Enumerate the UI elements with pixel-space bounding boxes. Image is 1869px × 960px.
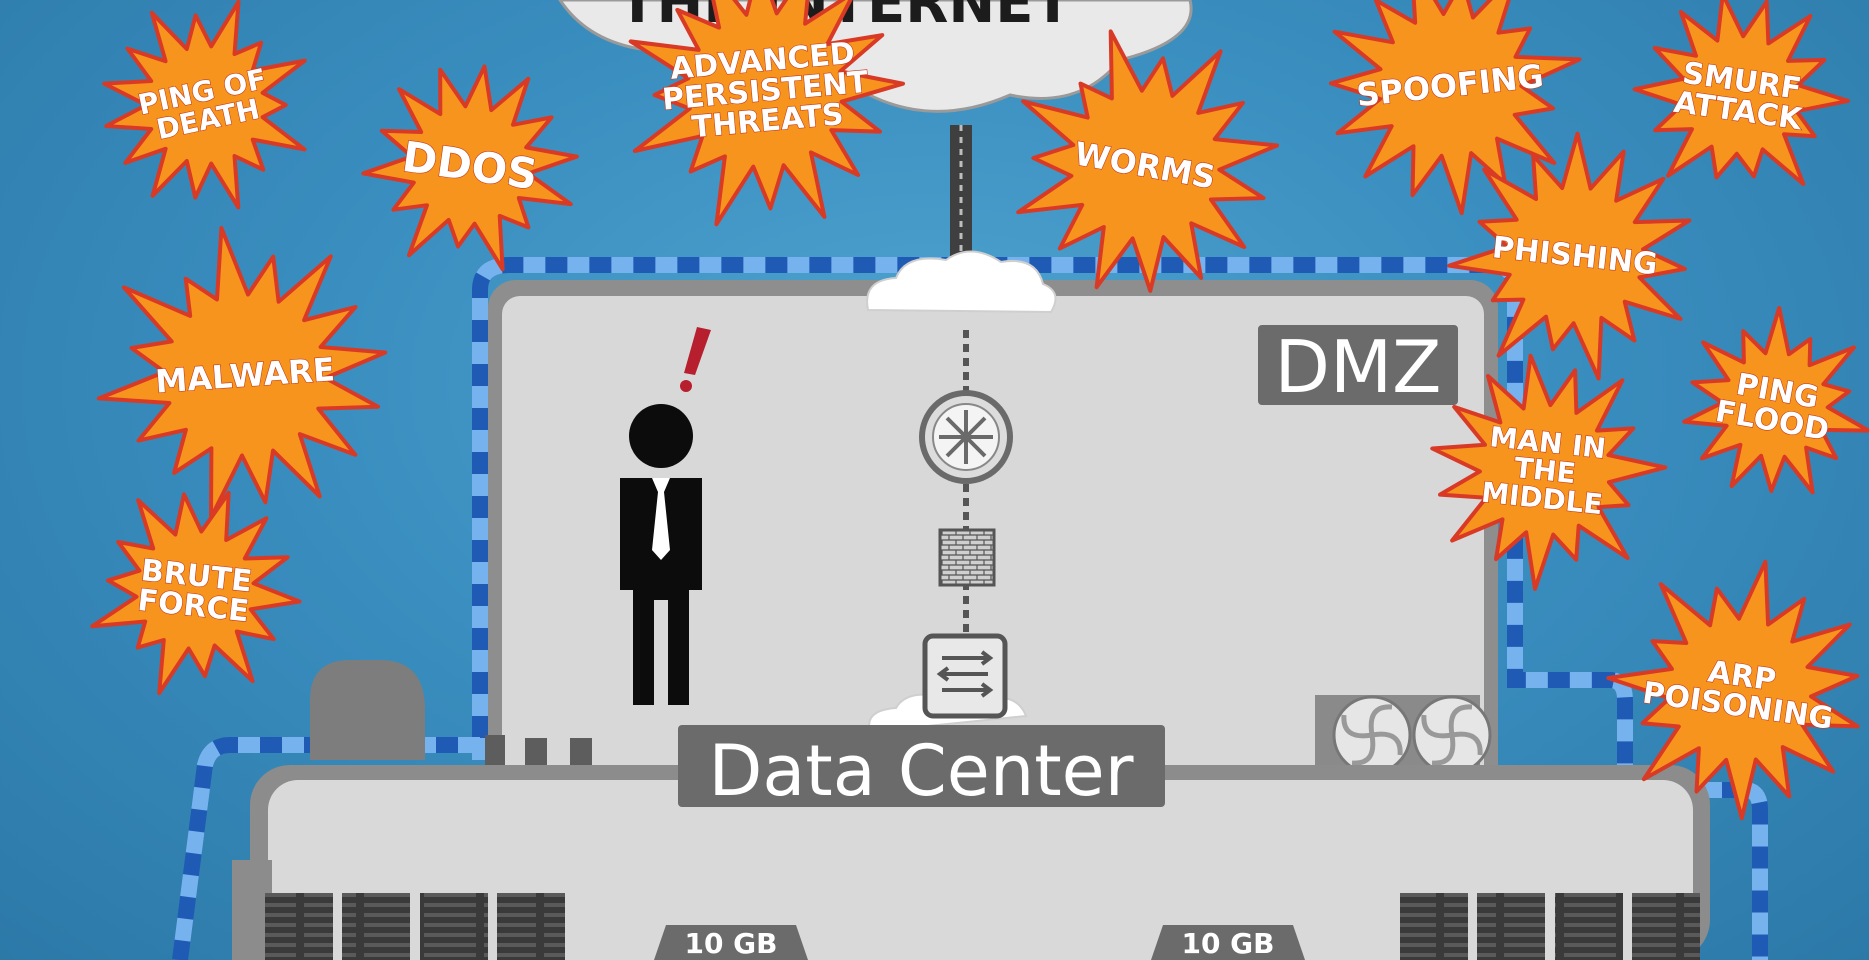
burst-shape [1606, 559, 1860, 821]
data-center-label-text: Data Center [709, 730, 1134, 812]
storage-badge-right: 10 GB [1151, 925, 1305, 960]
burst-shape [96, 226, 388, 520]
storage-badge-text: 10 GB [684, 927, 777, 960]
burst-shape [1430, 353, 1668, 591]
cooling-fans [1315, 695, 1492, 775]
fan-icon [1412, 695, 1492, 775]
cloud-icon [866, 250, 1057, 314]
server-icon [1400, 893, 1468, 960]
attack-burst: WORMS [1016, 29, 1279, 293]
dmz-label-text: DMZ [1275, 325, 1442, 409]
server-icon [420, 893, 488, 960]
switch-icon [922, 633, 1008, 719]
uplink-cable [950, 125, 972, 270]
data-center-label: Data Center [678, 725, 1165, 812]
burst-shape [361, 64, 579, 272]
server-icon [1555, 893, 1623, 960]
storage-badge-text: 10 GB [1181, 927, 1274, 960]
fan-icon [1332, 695, 1412, 775]
server-rack-right [1400, 893, 1700, 960]
burst-shape [628, 0, 905, 227]
server-icon [497, 893, 565, 960]
burst-shape [1447, 131, 1692, 381]
attack-burst: MALWARE [96, 226, 388, 520]
server-icon [265, 893, 333, 960]
server-icon [1632, 893, 1700, 960]
storage-badge-left: 10 GB [654, 925, 808, 960]
server-icon [342, 893, 410, 960]
attack-burst: SPOOFING [1328, 0, 1582, 216]
alert-icon [680, 327, 711, 392]
burst-shape [90, 490, 302, 696]
burst-shape [1328, 0, 1582, 216]
server-rack-left [265, 893, 565, 960]
burst-shape [1016, 29, 1279, 293]
attack-burst: PHISHING [1447, 131, 1692, 381]
person-icon [620, 404, 702, 705]
attack-label: THE [1513, 451, 1578, 490]
server-icon [1477, 893, 1545, 960]
data-center-chassis [232, 735, 1710, 960]
dmz-label: DMZ [1258, 325, 1458, 409]
burst-shape [1682, 305, 1869, 495]
burst-shape [102, 0, 307, 210]
firewall-icon [938, 528, 996, 587]
attack-burst: DDOS [361, 64, 579, 272]
burst-shape [1632, 0, 1850, 186]
vent-bump [310, 660, 425, 760]
router-icon [919, 390, 1013, 484]
